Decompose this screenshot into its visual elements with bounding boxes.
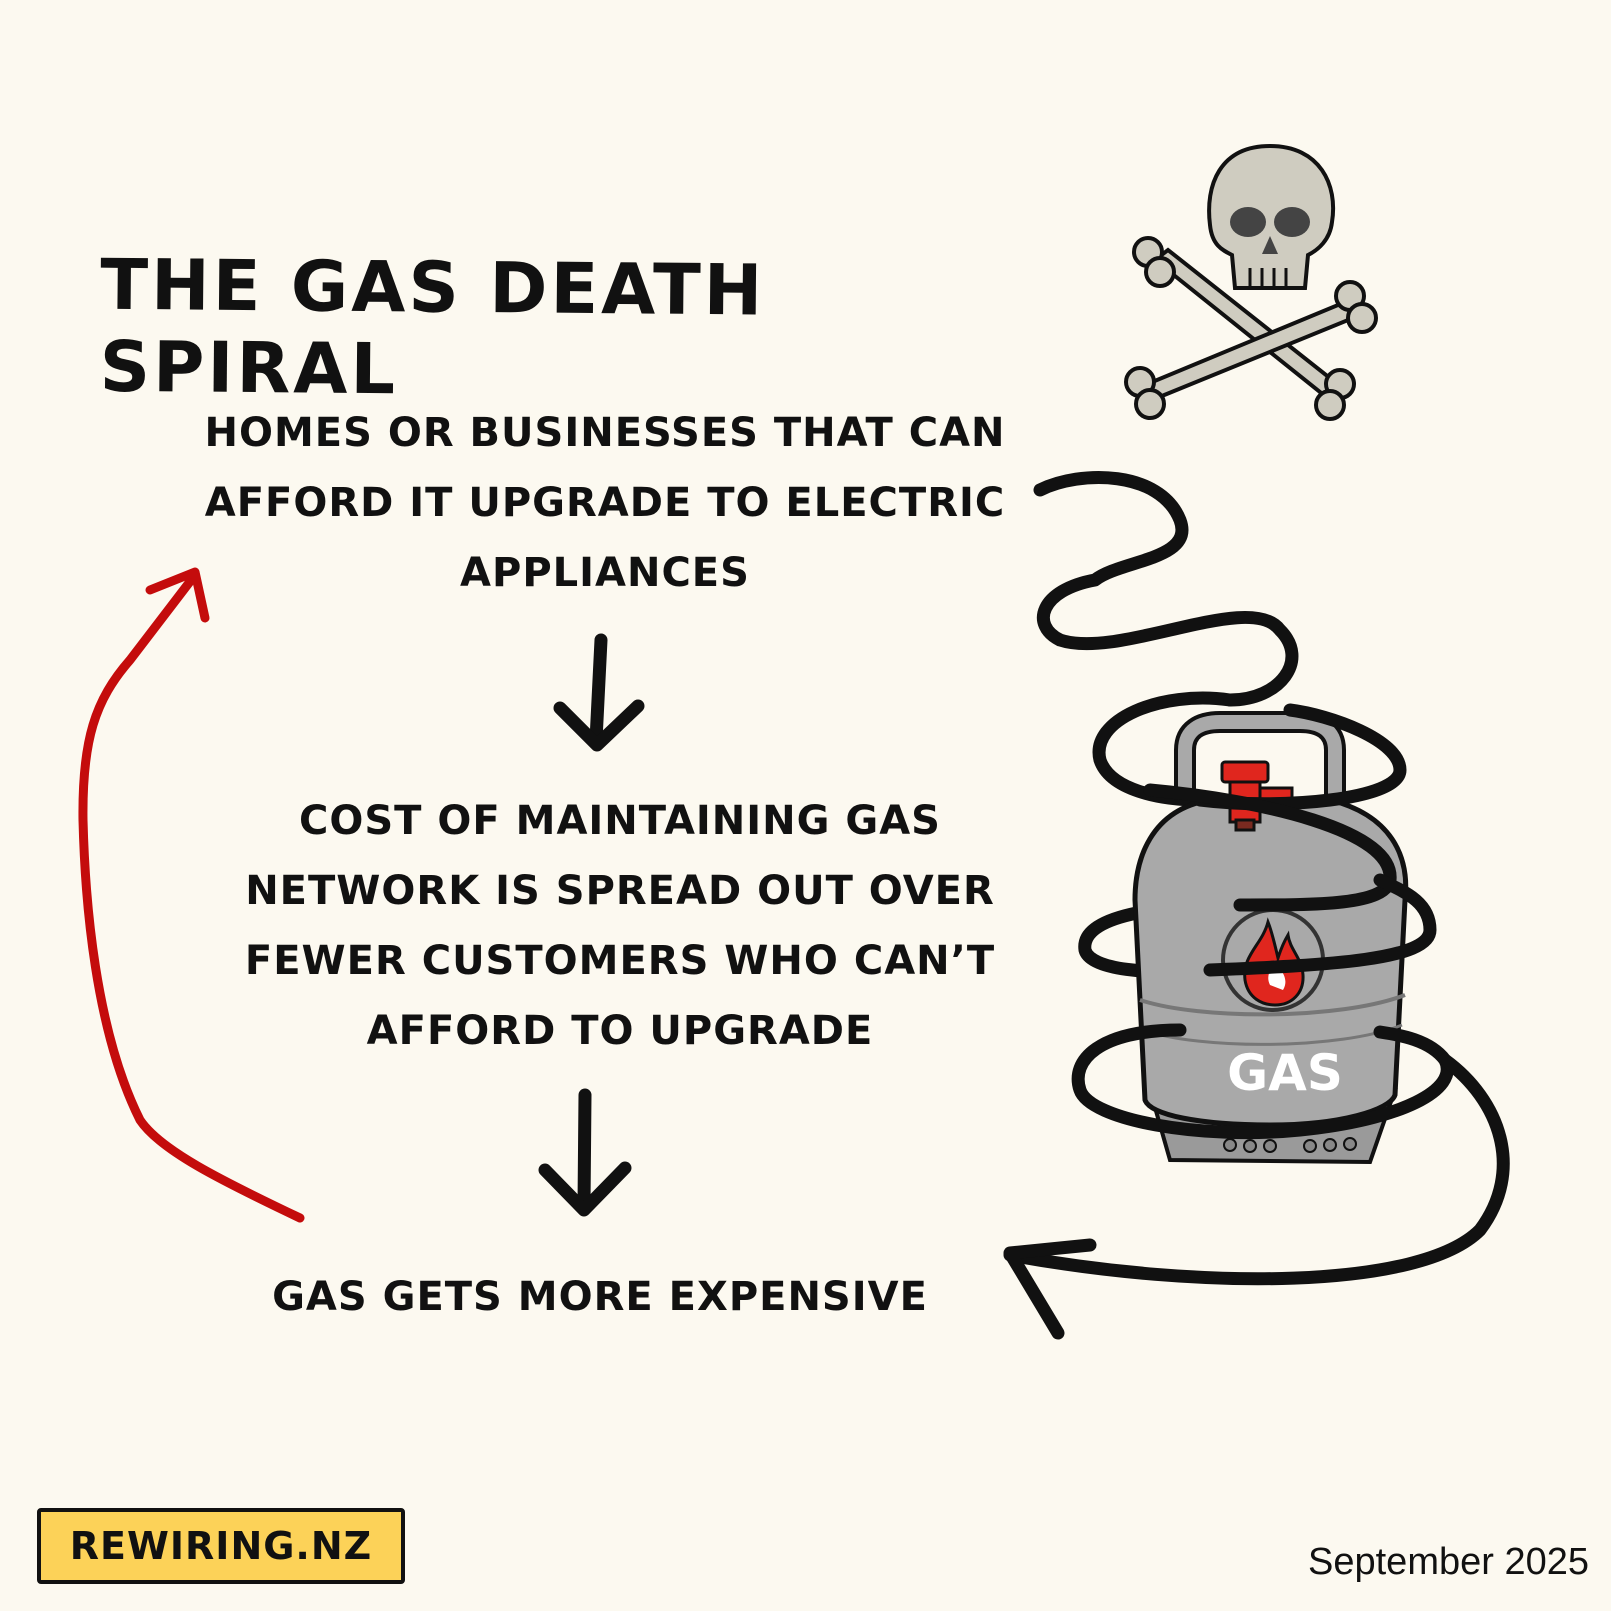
- arrow-down-2: [545, 1095, 625, 1210]
- arrow-down-1: [560, 640, 638, 745]
- brand-badge: REWIRING.NZ: [37, 1508, 405, 1584]
- skull-crossbones-icon: [1126, 146, 1376, 419]
- spiral-front: [1010, 478, 1503, 1333]
- loop-back-arrow: [83, 572, 300, 1218]
- brand-text: REWIRING.NZ: [70, 1524, 372, 1568]
- publish-date: September 2025: [1308, 1541, 1589, 1584]
- cylinder-label: GAS: [1227, 1044, 1343, 1102]
